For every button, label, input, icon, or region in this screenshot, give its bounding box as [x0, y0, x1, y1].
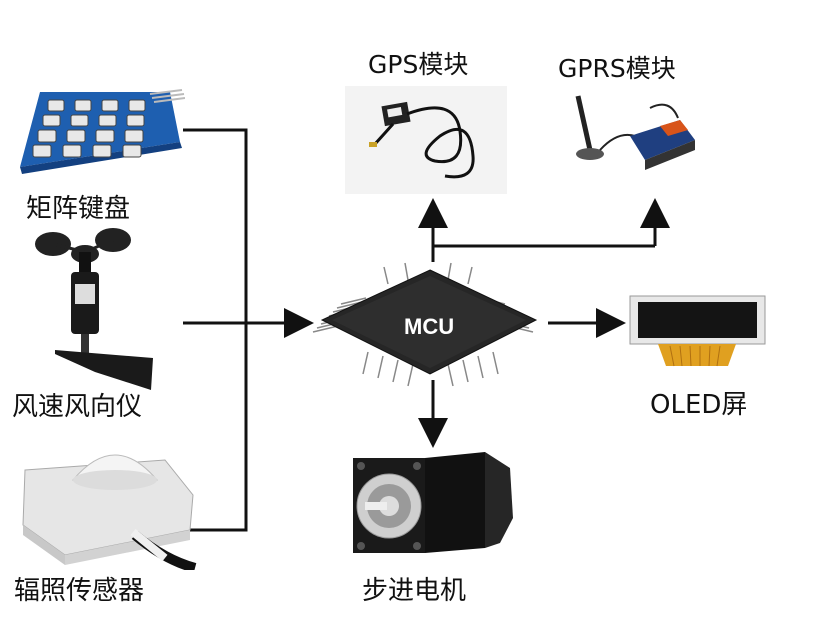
- mcu-chip: MCU: [308, 262, 553, 391]
- keypad-line: [183, 128, 248, 532]
- oled-label: OLED屏: [650, 390, 748, 420]
- gprs-image: [560, 88, 710, 182]
- gps-image: [345, 86, 507, 194]
- anemometer-label: 风速风向仪: [12, 392, 143, 422]
- keypad-image: [10, 82, 186, 181]
- stepper-motor-label: 步进电机: [362, 576, 467, 606]
- keypad-label: 矩阵键盘: [26, 194, 131, 224]
- mcu-up-line: [431, 244, 655, 262]
- mcu-label: MCU: [404, 314, 455, 339]
- light-sensor-label: 辐照传感器: [14, 576, 145, 606]
- gprs-label: GPRS模块: [558, 54, 676, 83]
- anemometer-image: [25, 222, 165, 396]
- stepper-motor-image: [345, 448, 520, 562]
- light-sensor-image: [15, 440, 200, 574]
- gps-label: GPS模块: [368, 50, 469, 79]
- oled-image: [628, 294, 768, 383]
